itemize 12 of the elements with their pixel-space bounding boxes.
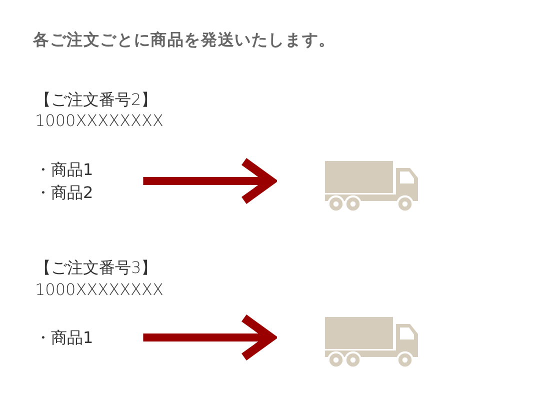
truck-icon bbox=[325, 161, 418, 212]
heading: 各ご注文ごとに商品を発送いたします。 bbox=[33, 29, 336, 51]
list-item: ・商品1 bbox=[35, 327, 94, 349]
list-item: ・商品1 bbox=[35, 159, 94, 181]
order-number: 1000XXXXXXXX bbox=[35, 110, 164, 132]
list-item: ・商品2 bbox=[35, 182, 94, 204]
order-heading: 【ご注文番号3】 bbox=[35, 257, 158, 279]
order-number: 1000XXXXXXXX bbox=[35, 279, 164, 301]
arrow bbox=[143, 314, 276, 362]
order-heading: 【ご注文番号2】 bbox=[35, 89, 158, 111]
truck-icon bbox=[325, 317, 418, 368]
arrow bbox=[143, 157, 276, 205]
